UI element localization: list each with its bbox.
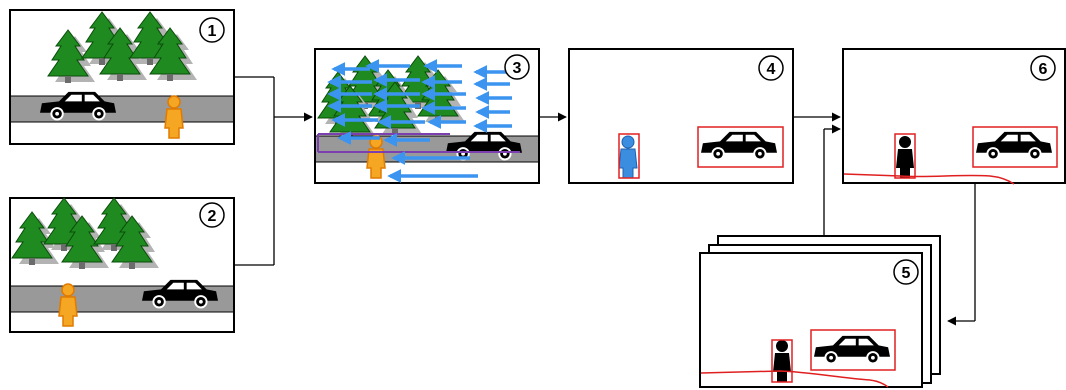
panel-number: 5	[902, 265, 911, 282]
panel-number: 3	[513, 60, 522, 77]
panel-4: 4	[569, 49, 793, 183]
panel-5-stack: 5	[700, 236, 940, 387]
panel-number: 2	[208, 208, 217, 225]
panel-number: 4	[767, 61, 776, 78]
connector-inputs	[234, 77, 312, 265]
panel-2: 2	[10, 198, 234, 332]
panel-3: 3	[315, 49, 539, 183]
panel-number: 1	[208, 23, 217, 40]
connector-to-6	[793, 117, 840, 236]
connector-6-to-5	[948, 184, 975, 321]
panel-1: 1	[10, 10, 234, 144]
panel-6: 6	[843, 49, 1065, 184]
panel-number: 6	[1039, 61, 1048, 78]
